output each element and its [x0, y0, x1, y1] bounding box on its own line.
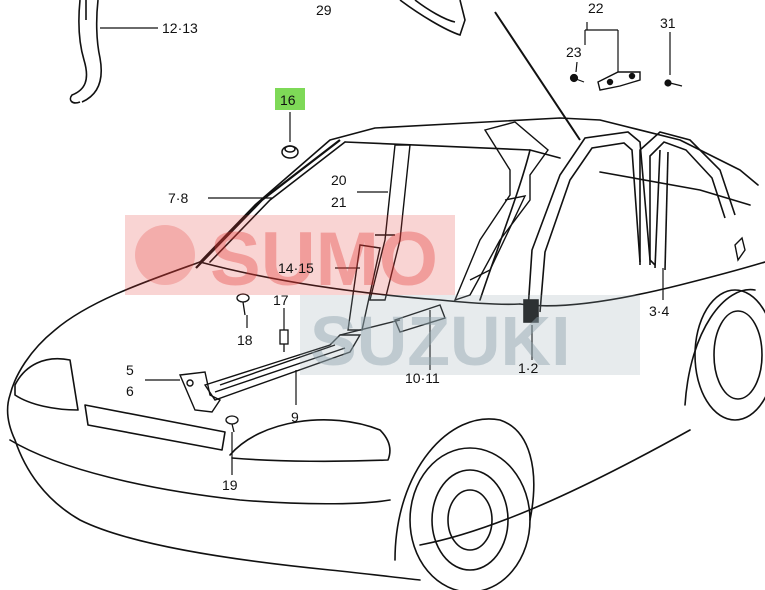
front-bracket — [178, 371, 222, 413]
cowl-line — [199, 261, 521, 306]
callout-23[interactable]: 23 — [566, 44, 582, 60]
watermark: SUMO SUZUKI — [125, 215, 640, 380]
callout-18[interactable]: 18 — [237, 332, 253, 348]
quarter-weatherstrip — [69, 0, 102, 104]
watermark-line2: SUZUKI — [310, 302, 571, 380]
rocker-line — [419, 429, 691, 546]
windshield-molding-left — [195, 139, 341, 269]
callout-5[interactable]: 5 — [126, 362, 134, 378]
part-16-nut — [281, 145, 299, 159]
door-weatherstrip-front — [523, 131, 656, 323]
callout-7-8[interactable]: 7·8 — [168, 190, 188, 206]
car-body — [6, 117, 765, 581]
callout-22[interactable]: 22 — [588, 0, 604, 16]
watermark-grey-box — [300, 295, 640, 375]
watermark-red-box — [125, 215, 455, 295]
callout-16[interactable]: 16 — [280, 92, 296, 108]
leader-lines — [100, 22, 671, 475]
callout-14-15[interactable]: 14·15 — [278, 260, 314, 276]
callout-19[interactable]: 19 — [222, 477, 238, 493]
watermark-sumo-icon — [135, 225, 195, 285]
hood-fragment — [399, 0, 466, 37]
roof-line — [199, 117, 759, 263]
callout-17[interactable]: 17 — [273, 292, 289, 308]
windshield-right — [479, 149, 531, 301]
watermark-line1: SUMO — [210, 217, 438, 302]
callout-9[interactable]: 9 — [291, 409, 299, 425]
sill-plate — [203, 334, 362, 401]
front-wheel — [409, 447, 531, 590]
part-22-bracket — [597, 71, 641, 91]
highlight-box-16 — [275, 88, 305, 110]
part-17-clip — [279, 329, 289, 352]
grille — [84, 404, 226, 451]
callout-20[interactable]: 20 — [331, 172, 347, 188]
callout-12-13[interactable]: 12·13 — [162, 20, 198, 36]
front-wheel-arch — [394, 418, 535, 561]
callout-29[interactable]: 29 — [316, 2, 332, 18]
part-18-screw — [236, 293, 250, 316]
bumper-line — [9, 439, 391, 505]
rear-roof — [599, 171, 751, 206]
kick-panel — [339, 304, 446, 336]
part-23-screw — [569, 73, 585, 83]
callout-6[interactable]: 6 — [126, 383, 134, 399]
part-19-screw — [225, 415, 239, 433]
hood-outline — [6, 261, 421, 581]
callout-1-2[interactable]: 1·2 — [518, 360, 538, 376]
side-body — [519, 261, 765, 307]
rear-wheel-arch — [684, 288, 756, 406]
windshield-side-trim — [453, 121, 549, 302]
rear-wheel — [694, 289, 765, 421]
a-pillar-left — [209, 141, 346, 263]
callout-labels: 12·13 29 22 23 31 16 7·8 20 21 14·15 17 … — [126, 0, 676, 493]
callout-21[interactable]: 21 — [331, 194, 347, 210]
callout-3-4[interactable]: 3·4 — [649, 303, 669, 319]
callout-31[interactable]: 31 — [660, 15, 676, 31]
callout-10-11[interactable]: 10·11 — [405, 370, 440, 386]
door-weatherstrip-rear — [639, 131, 736, 271]
rear-handle — [734, 236, 746, 262]
part-31-bolt — [664, 79, 683, 87]
headlight — [14, 358, 79, 411]
front-fender — [229, 419, 391, 463]
roof-pointer-line — [494, 11, 581, 141]
